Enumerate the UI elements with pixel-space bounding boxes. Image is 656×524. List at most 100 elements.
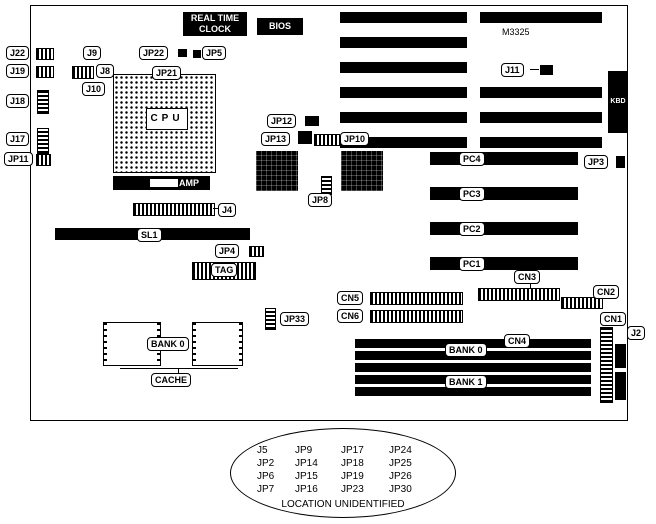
unidentified-item: JP7 — [257, 484, 275, 495]
unidentified-item: JP26 — [389, 471, 412, 482]
label-j2: J2 — [627, 326, 646, 340]
rtc-chip: REAL TIME CLOCK — [183, 12, 247, 36]
leader-line — [178, 369, 179, 373]
label-sl1: SL1 — [137, 228, 162, 242]
label-bank0-simm: BANK 0 — [445, 343, 487, 357]
unidentified-item: JP14 — [295, 458, 318, 469]
label-bank1-simm: BANK 1 — [445, 375, 487, 389]
cn6-connector — [370, 310, 463, 323]
label-cn4: CN4 — [504, 334, 531, 348]
chipset-chip — [341, 151, 383, 191]
label-j10: J10 — [82, 82, 106, 96]
pci-slot-pc1 — [430, 257, 578, 270]
label-j17: J17 — [6, 132, 30, 146]
label-jp5: JP5 — [202, 46, 227, 60]
j19-connector — [36, 66, 54, 78]
isa-slot — [480, 137, 602, 148]
isa-slot — [340, 37, 467, 48]
jp12-connector — [305, 116, 319, 126]
isa-slot — [340, 87, 467, 98]
amp-inner-block — [150, 179, 178, 187]
label-tag: TAG — [211, 263, 238, 277]
j17-connector — [37, 128, 49, 154]
chipset-chip — [256, 151, 298, 191]
label-jp21: JP21 — [152, 66, 182, 80]
label-pc2: PC2 — [459, 222, 485, 236]
j8-j9-j10-connector — [72, 66, 94, 79]
leader-line — [530, 284, 531, 288]
unidentified-item: JP17 — [341, 445, 364, 456]
label-jp33: JP33 — [280, 312, 310, 326]
j22-connector — [36, 48, 54, 60]
isa-slot — [480, 12, 602, 23]
edge-connector — [615, 372, 626, 400]
j2-connector — [615, 344, 626, 368]
label-jp12: JP12 — [267, 114, 297, 128]
label-jp11: JP11 — [4, 152, 33, 166]
part-number: M3325 — [502, 27, 530, 37]
label-j4: J4 — [218, 203, 237, 217]
label-j9: J9 — [83, 46, 102, 60]
label-j18: J18 — [6, 94, 30, 108]
cpu-label: CPU — [146, 108, 188, 130]
jp3-connector — [616, 156, 625, 168]
unidentified-item: JP25 — [389, 458, 412, 469]
label-cn2: CN2 — [593, 285, 620, 299]
label-bank0-cache: BANK 0 — [147, 337, 189, 351]
unidentified-item: J5 — [257, 445, 268, 456]
cn3-connector — [478, 288, 560, 301]
leader-line — [213, 208, 218, 209]
label-cn6: CN6 — [337, 309, 364, 323]
kbd-label: KBD — [610, 98, 626, 105]
cache-chip — [192, 322, 243, 366]
unidentified-item: JP6 — [257, 471, 275, 482]
label-jp10: JP10 — [340, 132, 370, 146]
pci-slot-pc4 — [430, 152, 578, 165]
label-pc4: PC4 — [459, 152, 485, 166]
unidentified-item: JP19 — [341, 471, 364, 482]
unidentified-item: JP30 — [389, 484, 412, 495]
isa-slot — [480, 87, 602, 98]
leader-line — [530, 69, 539, 70]
label-jp8: JP8 — [308, 193, 333, 207]
label-pc3: PC3 — [459, 187, 485, 201]
label-jp3: JP3 — [584, 155, 609, 169]
cn5-connector — [370, 292, 463, 305]
jp33-connector — [265, 308, 276, 330]
label-cache: CACHE — [151, 373, 192, 387]
jp4-connector — [249, 246, 264, 257]
j18-connector — [37, 90, 49, 114]
rtc-label-line2: CLOCK — [199, 24, 231, 34]
keyboard-connector: KBD — [608, 71, 628, 133]
unidentified-item: JP24 — [389, 445, 412, 456]
simm-slot — [355, 387, 591, 396]
j11-connector — [540, 65, 553, 75]
j4-connector — [133, 203, 215, 216]
amp-label: AMP — [179, 178, 199, 188]
label-cn3: CN3 — [514, 270, 541, 284]
label-cn1: CN1 — [600, 312, 627, 326]
unidentified-item: JP16 — [295, 484, 318, 495]
leader-line — [120, 368, 238, 369]
jp5-connector — [193, 50, 201, 58]
unidentified-item: JP18 — [341, 458, 364, 469]
label-jp4: JP4 — [215, 244, 240, 258]
isa-slot — [340, 12, 467, 23]
jp22-connector — [178, 49, 187, 57]
unidentified-balloon: J5 JP9 JP17 JP24 JP2 JP14 JP18 JP25 JP6 … — [230, 428, 456, 518]
isa-slot — [480, 112, 602, 123]
unidentified-item: JP2 — [257, 458, 275, 469]
isa-slot — [340, 62, 467, 73]
label-jp22: JP22 — [139, 46, 169, 60]
simm-slot — [355, 363, 591, 372]
rtc-label-line1: REAL TIME — [190, 13, 240, 23]
cn1-connector — [600, 327, 613, 403]
label-j8: J8 — [96, 64, 115, 78]
label-cn5: CN5 — [337, 291, 364, 305]
jp11-connector — [36, 154, 51, 166]
label-j22: J22 — [6, 46, 30, 60]
pci-slot-pc2 — [430, 222, 578, 235]
unidentified-item: JP15 — [295, 471, 318, 482]
cn2-connector — [561, 297, 603, 309]
